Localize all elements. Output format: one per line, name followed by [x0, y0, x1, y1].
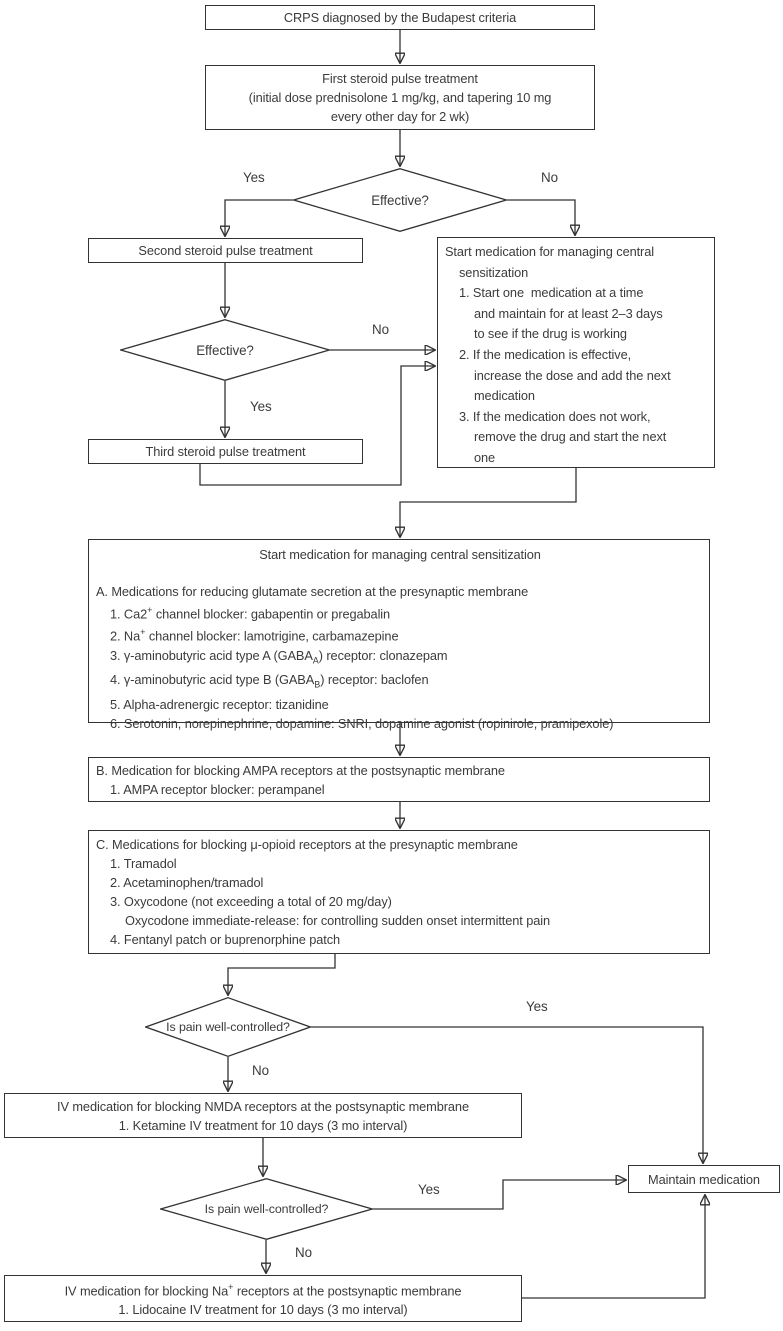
node-first-steroid-pulse: First steroid pulse treatment (initial do…: [205, 65, 595, 130]
node-lines: First steroid pulse treatment (initial do…: [206, 69, 594, 126]
diamond-outline: [145, 997, 311, 1057]
text-line: 1. Lidocaine IV treatment for 10 days (3…: [118, 1302, 408, 1318]
edge-label-no-1: No: [541, 170, 558, 185]
decision-label: Is pain well-controlled?: [204, 1202, 329, 1216]
diamond-outline: [160, 1178, 373, 1240]
node-iv-ketamine: IV medication for blocking NMDA receptor…: [4, 1093, 522, 1138]
edge-label-no-3: No: [252, 1063, 269, 1078]
text-line: 1. Tramadol: [110, 856, 177, 871]
text-line: to see if the drug is working: [474, 326, 627, 342]
text-line: IV medication for blocking Na+ receptors…: [64, 1281, 462, 1299]
edge-label-yes-3: Yes: [526, 999, 548, 1014]
text-line: one: [474, 449, 496, 465]
decision-label: Is pain well-controlled?: [166, 1020, 290, 1034]
text-line: 6. Serotonin, norepinephrine, dopamine: …: [110, 715, 614, 731]
decision-effective-2: Effective?: [120, 319, 330, 381]
node-second-steroid-pulse: Second steroid pulse treatment: [88, 238, 363, 263]
text-line: 2. Acetaminophen/tramadol: [110, 875, 264, 890]
text-line: A. Medications for reducing glutamate se…: [96, 584, 529, 599]
node-text: Third steroid pulse treatment: [145, 444, 306, 459]
node-lines: C. Medications for blocking μ-opioid rec…: [96, 835, 704, 949]
node-text: CRPS diagnosed by the Budapest criteria: [283, 10, 517, 25]
edge-label-yes-2: Yes: [250, 399, 272, 414]
connector-pain2-yes: [373, 1180, 625, 1210]
decision-label: Effective?: [371, 192, 429, 208]
box-title: Start medication for managing central se…: [259, 547, 541, 562]
diamond-outline: [293, 168, 507, 232]
edge-label-no-4: No: [295, 1245, 312, 1260]
edge-label-yes-4: Yes: [418, 1182, 440, 1197]
text-line: increase the dose and add the next: [474, 367, 671, 383]
node-maintain-medication: Maintain medication: [628, 1165, 780, 1193]
text-line: 3. Oxycodone (not exceeding a total of 2…: [110, 894, 392, 909]
text-line: 2. Na+ channel blocker: lamotrigine, car…: [110, 627, 399, 644]
text-line: every other day for 2 wk): [330, 109, 470, 124]
text-line: 3. γ-aminobutyric acid type A (GABAA) re…: [110, 647, 448, 666]
text-line: remove the drug and start the next: [474, 429, 667, 445]
edge-label-yes-1: Yes: [243, 170, 265, 185]
connector-effective1-no: [507, 199, 575, 234]
text-line: 2. If the medication is effective,: [459, 346, 632, 362]
spacer: [96, 564, 704, 582]
node-third-steroid-pulse: Third steroid pulse treatment: [88, 439, 363, 464]
text-line: 1. Ketamine IV treatment for 10 days (3 …: [118, 1117, 408, 1133]
text-line: Oxycodone immediate-release: for control…: [125, 913, 550, 928]
node-lines: B. Medication for blocking AMPA receptor…: [96, 761, 704, 799]
node-lines: Start medication for managing central sen…: [445, 242, 709, 469]
text-line: C. Medications for blocking μ-opioid rec…: [96, 837, 518, 852]
decision-label: Effective?: [196, 342, 254, 358]
connector-central-to-list-a: [400, 468, 577, 536]
node-central-sensitization-steps: Start medication for managing central sen…: [437, 237, 715, 468]
text-line: 1. Start one medication at a time: [459, 285, 644, 301]
text-line: B. Medication for blocking AMPA receptor…: [96, 763, 505, 778]
text-line: First steroid pulse treatment: [322, 71, 478, 86]
text-line: and maintain for at least 2–3 days: [474, 305, 663, 321]
node-medication-list-b: B. Medication for blocking AMPA receptor…: [88, 757, 710, 802]
text-line: Start medication for managing central: [445, 244, 654, 259]
text-line: 1. AMPA receptor blocker: perampanel: [110, 782, 325, 797]
node-text: Maintain medication: [648, 1171, 760, 1187]
text-line: sensitization: [459, 264, 529, 280]
connector-third-to-central: [199, 366, 434, 486]
text-line: IV medication for blocking NMDA receptor…: [57, 1098, 469, 1114]
text-line: medication: [474, 388, 535, 404]
edge-label-no-2: No: [372, 322, 389, 337]
node-iv-lidocaine: IV medication for blocking Na+ receptors…: [4, 1275, 522, 1322]
connector-list-c-to-pain1: [228, 954, 336, 994]
decision-effective-1: Effective?: [293, 168, 507, 232]
node-lines: IV medication for blocking Na+ receptors…: [5, 1278, 521, 1319]
node-lines: IV medication for blocking NMDA receptor…: [5, 1097, 521, 1135]
text-line: 1. Ca2+ channel blocker: gabapentin or p…: [110, 605, 391, 622]
text-line: 3. If the medication does not work,: [459, 408, 651, 424]
text-line: 4. γ-aminobutyric acid type B (GABAB) re…: [110, 672, 429, 690]
connector-lidocaine-to-maintain: [522, 1196, 705, 1299]
decision-pain-controlled-2: Is pain well-controlled?: [160, 1178, 373, 1240]
text-line: 4. Fentanyl patch or buprenorphine patch: [110, 932, 341, 947]
node-crps-diagnosis: CRPS diagnosed by the Budapest criteria: [205, 5, 595, 30]
text-line: 5. Alpha-adrenergic receptor: tizanidine: [110, 696, 329, 712]
node-lines: A. Medications for reducing glutamate se…: [96, 582, 704, 733]
node-medication-list-c: C. Medications for blocking μ-opioid rec…: [88, 830, 710, 954]
node-text: Second steroid pulse treatment: [138, 243, 313, 258]
text-line: (initial dose prednisolone 1 mg/kg, and …: [248, 90, 552, 105]
node-medication-list-a: Start medication for managing central se…: [88, 539, 710, 731]
connector-effective1-yes: [225, 199, 293, 235]
decision-pain-controlled-1: Is pain well-controlled?: [145, 997, 311, 1057]
